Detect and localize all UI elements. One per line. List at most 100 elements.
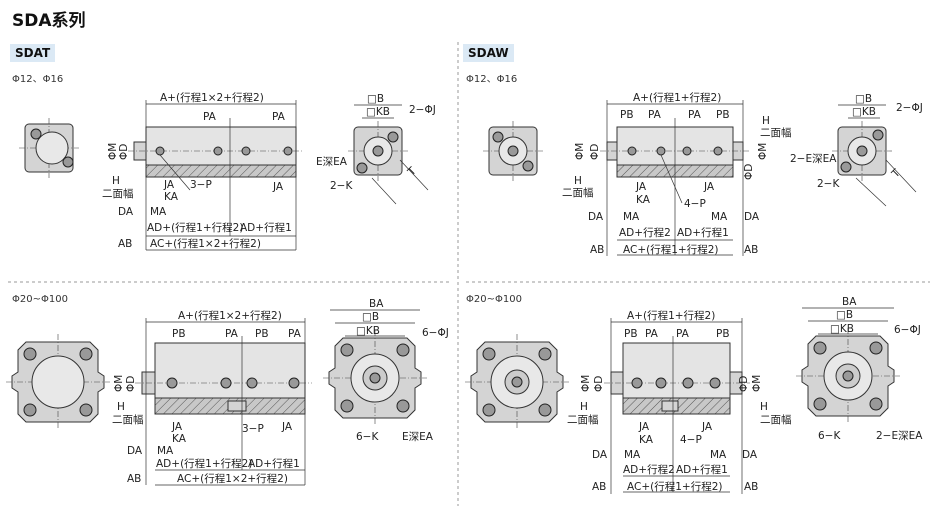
dimension-label: AB [127,473,141,485]
dimension-label: ΦM [113,375,125,392]
dimension-label: PB [620,109,634,121]
dimension-label: ΦD [125,376,137,392]
bore-size-label: Φ20~Φ100 [12,294,68,305]
dimension-label: DA [127,445,143,457]
page-title: SDA系列 [12,11,86,31]
dimension-label: AC+(行程1+行程2) [627,480,722,493]
dimension-label: 二面幅 [112,413,144,426]
dimension-label: □KB [356,325,380,337]
dimension-label: PB [716,328,730,340]
dimension-label: AD+行程2 [623,463,675,476]
dimension-label: AB [592,481,606,493]
dimension-label: 2−ΦJ [409,104,436,116]
dimension-label: □KB [852,106,876,118]
sdat-large-side-view [135,318,312,486]
dimension-label: T [405,165,419,179]
dimension-label: H [112,175,120,187]
dimension-label: □KB [830,323,854,335]
dimension-label: AB [590,244,604,256]
dimension-label: AD+行程1 [248,457,300,470]
dimension-label: BA [369,298,384,310]
dimension-label: AD+行程2 [619,226,671,239]
dimension-label: AD+(行程1+行程2) [156,457,252,470]
dimension-label: JA [171,421,183,433]
dimension-label: AD+行程1 [240,221,292,234]
dimension-label: ΦM [107,143,119,160]
dimension-label: H [762,115,770,127]
dimension-label: 6−K [818,430,841,442]
dimension-label: AD+行程1 [676,463,728,476]
dimension-label: 二面幅 [760,413,792,426]
dimension-label: MA [711,211,728,223]
dimension-label: KA [639,434,654,446]
dimension-label: ΦD [589,144,601,160]
dimension-label: □B [855,93,872,105]
dimension-label: PA [225,328,239,340]
sdaw-small-end-view: □B□KB 2−ΦJ2−E深EA 2−KT [790,93,923,207]
dimension-label: MA [623,211,640,223]
dimension-label: 2−K [817,178,840,190]
section-label-sdaw: SDAW [463,44,514,62]
dimension-label: AD+(行程1+行程2) [147,221,243,234]
bore-size-label: Φ12、Φ16 [12,74,63,85]
dimension-label: ΦM [574,143,586,160]
dimension-label: DA [592,449,608,461]
dimension-label: JA [635,181,647,193]
dimension-label: JA [281,421,293,433]
dimension-label: ΦD [743,164,755,180]
dimension-label: PB [624,328,638,340]
dimension-label: A+(行程1×2+行程2) [160,91,264,104]
dimension-label: DA [744,211,760,223]
dimension-label: MA [157,445,174,457]
sdaw-large-side-view [604,318,750,494]
sdat-small-end-view: □B□KB 2−ΦJ E深EA 2−K T [316,93,436,205]
dimension-label: □B [362,311,379,323]
dimension-label: AB [118,238,132,250]
dimension-label: PA [648,109,662,121]
dimension-label: PA [676,328,690,340]
dimension-label: □KB [366,106,390,118]
dimension-label: DA [742,449,758,461]
dimension-label: T [889,167,903,181]
dimension-label: A+(行程1×2+行程2) [178,309,282,322]
section-label-sdat: SDAT [10,44,56,62]
dimension-label: AC+(行程1+行程2) [623,243,718,256]
dimension-label: 4−P [684,198,706,210]
dimension-label: DA [588,211,604,223]
dimension-label: 二面幅 [567,413,599,426]
dimension-label: 2−E深EA [790,153,837,165]
dimension-label: PA [272,111,286,123]
dimension-label: 6−K [356,431,379,443]
dimension-label: 3−P [242,423,264,435]
dimension-label: AC+(行程1×2+行程2) [177,472,288,485]
dimension-label: H [117,401,125,413]
dimension-label: MA [624,449,641,461]
sdat-small-front-view [18,117,80,179]
dimension-label: 二面幅 [102,187,134,200]
bore-size-label: Φ20~Φ100 [466,294,522,305]
dimension-label: JA [638,421,650,433]
dimension-label: JA [272,181,284,193]
dimension-label: AB [744,481,758,493]
dimension-label: JA [703,181,715,193]
dimension-label: PB [172,328,186,340]
sdat-large-front-view [5,333,111,431]
sdat-small-side-view [128,100,302,251]
dimension-label: □B [367,93,384,105]
sdaw-small-side-view [600,100,750,256]
dimension-label: E深EA [402,431,434,443]
dimension-label: 2−K [330,180,353,192]
dimension-label: PA [288,328,302,340]
dimension-label: A+(行程1+行程2) [633,91,721,104]
dimension-label: JA [701,421,713,433]
dimension-label: PB [255,328,269,340]
sdaw-large-front-view [464,333,570,431]
dimension-label: E深EA [316,156,348,168]
dimension-label: H [580,401,588,413]
